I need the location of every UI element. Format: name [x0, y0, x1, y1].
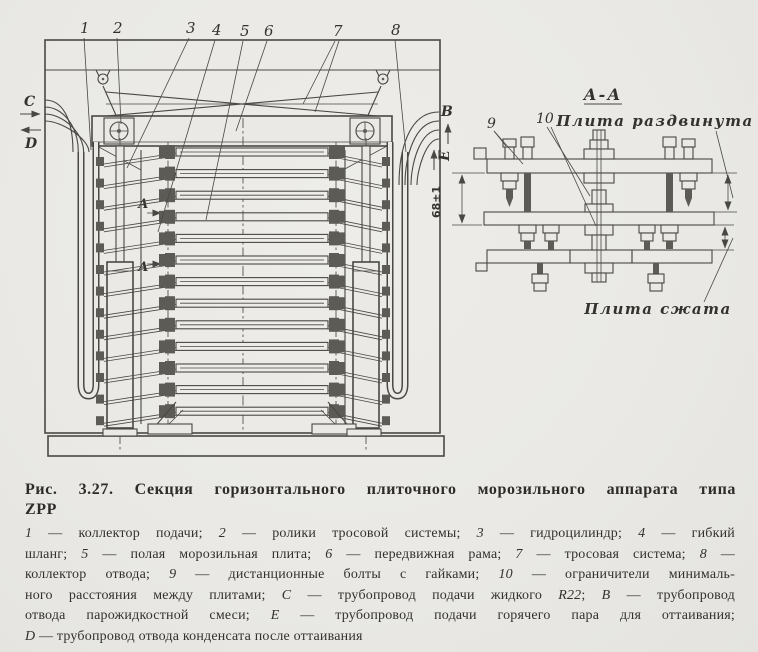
label-c: C: [24, 94, 35, 110]
svg-text:9: 9: [487, 116, 496, 132]
callout-5: 5: [240, 22, 250, 40]
callout-leader: [116, 37, 122, 125]
figure-legend: 1 — коллектор подачи; 2 — ролики тросово…: [25, 524, 735, 648]
callout-6: 6: [264, 22, 274, 40]
pipe-label-D: D: [20, 126, 41, 152]
roller-right: [355, 121, 375, 141]
collector-return-right: [386, 142, 409, 400]
dimension-68: 68±1: [430, 172, 485, 226]
base-plate: [47, 435, 445, 457]
figure-caption: Рис. 3.27. Секция горизонтального плиточ…: [25, 480, 736, 520]
hydrocylinder-left: [106, 145, 134, 429]
label-e: E: [437, 150, 453, 162]
roller-left: [109, 121, 129, 141]
distance-stops: [583, 129, 615, 283]
pipe-label-E: E: [430, 149, 453, 170]
caption-line-2: ZPP: [25, 501, 58, 518]
callout-leader: [83, 37, 92, 151]
section-mark-lower: А: [137, 260, 162, 275]
svg-text:10: 10: [536, 111, 554, 127]
hydrocylinder-right: [352, 145, 380, 429]
spacer-bolts-left: [500, 136, 537, 249]
pipe-label-B: B: [440, 104, 453, 144]
callout-leader: [205, 40, 244, 221]
callout-leader: [157, 39, 216, 233]
svg-text:А: А: [137, 260, 149, 275]
label-b: B: [440, 104, 453, 120]
pipe-label-C: C: [20, 94, 41, 118]
callout-leader: [235, 40, 268, 132]
legend-line: отвода парожидкостной смеси; E — трубопр…: [25, 608, 735, 624]
main-view: C D B E А А: [20, 19, 453, 457]
pipes-left: [44, 99, 90, 153]
freezer-plate-stack: [96, 145, 390, 427]
callout-1: 1: [80, 19, 90, 37]
svg-text:68±1: 68±1: [430, 186, 443, 218]
callout-7: 7: [333, 22, 343, 40]
callout-leader: [394, 39, 407, 153]
lower-bolts: [473, 147, 665, 292]
technical-diagram: C D B E А А: [20, 19, 753, 457]
legend-line: D — трубопровод отвода конденсата после …: [25, 628, 363, 644]
spacer-bolts-right: [660, 136, 698, 249]
callout-8: 8: [391, 21, 401, 39]
callout-3: 3: [186, 19, 196, 37]
legend-line: шланг; 5 — полая морозильная плита; 6 — …: [25, 546, 736, 562]
callout-leader: [126, 37, 190, 169]
gap-dimensions: [712, 172, 737, 251]
state-compressed-label: Плита сжата: [583, 300, 731, 318]
detail-callout-9: 9: [487, 116, 524, 165]
detail-title: А-А: [583, 85, 623, 105]
callout-4: 4: [211, 21, 222, 39]
outer-frame: [44, 39, 445, 457]
cable-system: [95, 69, 391, 123]
legend-line: ного расстояния между плитами; C — трубо…: [25, 587, 735, 603]
detail-callout-10: 10: [536, 111, 597, 227]
caption-line-1: Рис. 3.27. Секция горизонтального плиточ…: [25, 481, 736, 498]
label-d: D: [24, 136, 38, 152]
svg-text:А-А: А-А: [583, 85, 623, 104]
pipes-right: [398, 111, 440, 186]
callout-leader: [314, 40, 340, 113]
callout-leader: [302, 40, 336, 105]
callouts: 1 2 3 4 5 6 7 8: [80, 19, 407, 233]
callout-2: 2: [112, 19, 123, 37]
movable-frame: [91, 115, 393, 171]
collector-supply-left: [77, 142, 100, 400]
bottom-supports: [102, 401, 382, 437]
legend-line: 1 — коллектор подачи; 2 — ролики тросово…: [25, 526, 735, 541]
legend-line: коллектор отвода; 9 — дистанционные болт…: [25, 567, 735, 583]
state-spread-label: Плита раздвинута: [555, 112, 753, 130]
detail-view: А-А Плита раздвинута Плита сжата: [430, 85, 753, 318]
